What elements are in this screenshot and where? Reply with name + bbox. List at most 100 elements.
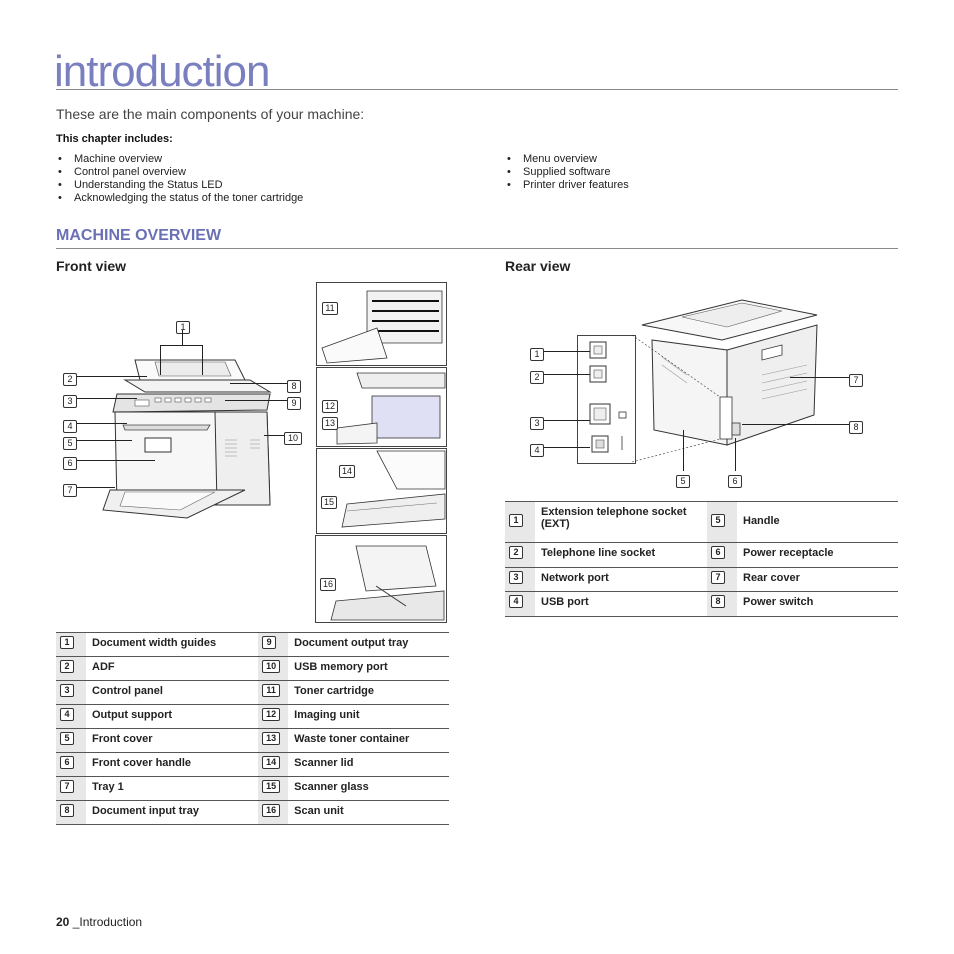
part-number: 5 (60, 732, 74, 745)
leader-line (160, 345, 161, 375)
part-label: Handle (737, 501, 898, 543)
part-number: 5 (711, 514, 725, 527)
part-label: Waste toner container (288, 728, 449, 753)
front-parts-table: 1 Document width guides 9 Document outpu… (56, 632, 449, 825)
part-label: Tray 1 (86, 776, 259, 801)
callout-12: 12 (322, 400, 338, 413)
callout-7: 7 (63, 480, 77, 498)
page-subtitle: These are the main components of your ma… (56, 106, 365, 122)
part-label: USB port (535, 591, 707, 617)
inset-scanner: 14 15 (316, 448, 447, 534)
ports-panel (577, 335, 636, 464)
list-item[interactable]: Supplied software (505, 166, 629, 179)
table-row: 4 USB port 8 Power switch (505, 591, 898, 617)
section-divider (56, 248, 898, 249)
front-view-illustration (102, 359, 272, 519)
callout-5: 5 (63, 433, 77, 451)
chapter-list-right: Menu overview Supplied software Printer … (505, 153, 629, 192)
part-label: Rear cover (737, 567, 898, 592)
part-number: 8 (60, 804, 74, 817)
part-number: 16 (262, 804, 281, 817)
table-row: 1 Document width guides 9 Document outpu… (56, 632, 449, 657)
part-number: 4 (509, 595, 523, 608)
part-label: Imaging unit (288, 704, 449, 729)
callout-10: 10 (284, 428, 302, 446)
part-number: 2 (60, 660, 74, 673)
part-number: 8 (711, 595, 725, 608)
list-item[interactable]: Menu overview (505, 153, 629, 166)
leader-line (544, 374, 590, 375)
rear-callout-6: 6 (728, 471, 742, 489)
rear-callout-2: 2 (530, 367, 544, 385)
leader-line (225, 400, 287, 401)
part-label: Scanner lid (288, 752, 449, 777)
part-label: Document output tray (288, 632, 449, 657)
network-icon (618, 411, 627, 419)
callout-6: 6 (63, 453, 77, 471)
part-label: Scanner glass (288, 776, 449, 801)
list-item[interactable]: Understanding the Status LED (56, 179, 303, 192)
part-label: ADF (86, 656, 259, 681)
leader-line (160, 345, 203, 346)
part-number: 14 (262, 756, 281, 769)
leader-line (182, 330, 183, 345)
part-label: Network port (535, 567, 707, 592)
leader-line (77, 440, 132, 441)
leader-line (77, 398, 137, 399)
ports-illustration (589, 341, 627, 453)
part-label: Scan unit (288, 800, 449, 825)
leader-line (742, 424, 849, 425)
title-divider (56, 89, 898, 90)
part-label: Front cover (86, 728, 259, 753)
rear-callout-4: 4 (530, 440, 544, 458)
part-number: 3 (60, 684, 74, 697)
leader-line (735, 438, 736, 471)
table-row: 6 Front cover handle 14 Scanner lid (56, 752, 449, 777)
rear-view-title: Rear view (505, 258, 571, 274)
callout-14: 14 (339, 465, 355, 478)
part-label: Document width guides (86, 632, 259, 657)
list-item[interactable]: Printer driver features (505, 179, 629, 192)
scan-unit-illustration (330, 545, 445, 621)
inset-scan-unit: 16 (315, 535, 447, 623)
part-label: Power switch (737, 591, 898, 617)
callout-1: 1 (176, 317, 190, 335)
list-item[interactable]: Control panel overview (56, 166, 303, 179)
leader-line (230, 383, 287, 384)
table-row: 4 Output support 12 Imaging unit (56, 704, 449, 729)
callout-16: 16 (320, 578, 336, 591)
leader-line (544, 447, 590, 448)
part-number: 10 (262, 660, 281, 673)
rear-callout-3: 3 (530, 413, 544, 431)
part-label: Output support (86, 704, 259, 729)
chapter-list-left: Machine overview Control panel overview … (56, 153, 303, 205)
table-row: 3 Control panel 11 Toner cartridge (56, 680, 449, 705)
leader-line (544, 420, 590, 421)
leader-line (544, 351, 590, 352)
page-title: introduction (54, 47, 270, 96)
leader-line (77, 376, 147, 377)
list-item[interactable]: Machine overview (56, 153, 303, 166)
part-label: Front cover handle (86, 752, 259, 777)
part-number: 7 (60, 780, 74, 793)
leader-line (77, 487, 115, 488)
section-title: MACHINE OVERVIEW (56, 227, 222, 244)
rear-parts-table: 1 Extension telephone socket (EXT) 5 Han… (505, 501, 898, 617)
rear-callout-7: 7 (849, 370, 863, 388)
leader-line (683, 430, 684, 471)
callout-11: 11 (322, 302, 338, 315)
table-row: 5 Front cover 13 Waste toner container (56, 728, 449, 753)
front-view-title: Front view (56, 258, 127, 274)
table-row: 2 Telephone line socket 6 Power receptac… (505, 542, 898, 568)
leader-line (77, 460, 155, 461)
rear-callout-1: 1 (530, 344, 544, 362)
chapter-includes-label: This chapter includes: (56, 133, 173, 145)
callout-8: 8 (287, 376, 301, 394)
toner-cartridge-illustration (321, 290, 443, 364)
leader-line (202, 345, 203, 375)
part-number: 15 (262, 780, 281, 793)
page-footer: 20 _Introduction (56, 915, 142, 929)
table-row: 3 Network port 7 Rear cover (505, 567, 898, 592)
part-number: 6 (711, 546, 725, 559)
list-item[interactable]: Acknowledging the status of the toner ca… (56, 192, 303, 205)
